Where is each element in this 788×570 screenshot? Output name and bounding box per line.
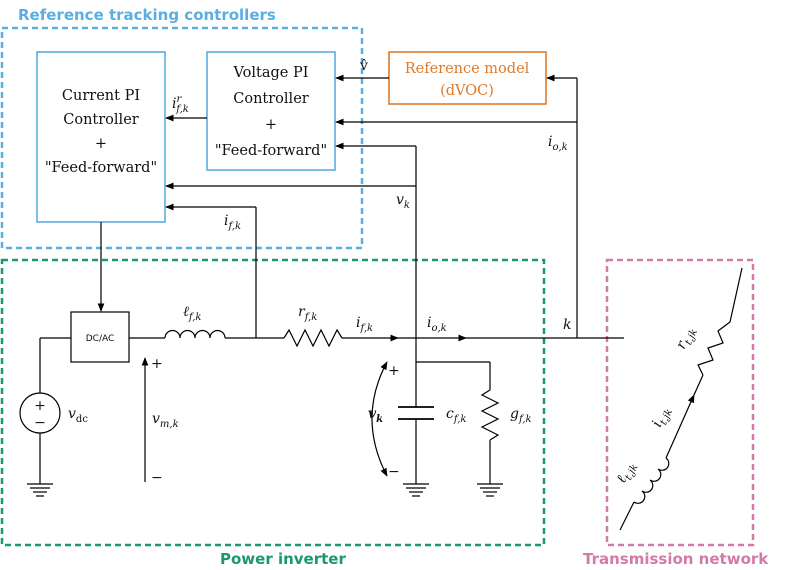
reference-tracking-title: Reference tracking controllers: [18, 6, 276, 24]
voltage-pi-line-2: Controller: [233, 91, 309, 107]
current-pi-line-4: "Feed-forward": [45, 160, 157, 176]
vm-label: vm,k: [152, 411, 179, 430]
io-line-label: io,k: [427, 315, 447, 334]
reference-model-line-1: Reference model: [405, 61, 530, 77]
current-pi-line-3: +: [95, 136, 107, 152]
tline-bottom-wire: [619, 501, 635, 531]
vk-curved-arrow: [371, 361, 388, 477]
filter-inductor-label: ℓf,k: [183, 304, 201, 323]
capacitor-label: cf,k: [446, 406, 466, 425]
filter-resistor-label: rf,k: [298, 304, 317, 323]
tline-current-label: it,jk: [649, 404, 675, 431]
tline-top-wire: [729, 267, 743, 323]
dcac-converter: [70, 311, 130, 363]
vk-cap-plus: +: [388, 363, 400, 379]
filter-conductance: [480, 389, 500, 441]
reference-model-line-2: (dVOC): [440, 83, 494, 99]
tline-current-arrow: [665, 394, 695, 459]
ground-g-icon: [477, 483, 503, 497]
dcac-label: DC/AC: [86, 334, 115, 344]
filter-inductor: [164, 329, 226, 339]
transmission-network-frame: [605, 258, 755, 547]
vm-plus: +: [151, 356, 163, 372]
reference-tracking-frame: [0, 26, 364, 250]
tline-inductor-label: ℓt,jk: [613, 459, 640, 488]
vk-feedback-label: vk: [396, 192, 410, 211]
current-pi-line-1: Current PI: [62, 88, 140, 104]
vk-cap-label: vk: [368, 406, 383, 425]
voltage-pi-line-4: "Feed-forward": [215, 143, 327, 159]
current-pi-line-2: Controller: [63, 112, 139, 128]
voltage-pi-line-3: +: [265, 117, 277, 133]
if-feedback-label: if,k: [224, 213, 241, 232]
vm-minus: −: [151, 470, 163, 486]
v-hat-label: v̂: [359, 58, 368, 74]
filter-resistor: [283, 328, 343, 348]
tline-resistor-label: rt,jk: [673, 324, 700, 353]
ground-dc-icon: [27, 483, 53, 497]
if-line-label: if,k: [356, 315, 373, 334]
vdc-label: vdc: [68, 406, 88, 425]
voltage-pi-block: [206, 51, 336, 171]
voltage-pi-line-1: Voltage PI: [233, 65, 309, 81]
io-feedback-label: io,k: [548, 134, 568, 153]
conductance-label: gf,k: [510, 406, 532, 425]
tline-inductor: [633, 457, 670, 504]
ground-cap-icon: [403, 483, 429, 497]
vk-cap-minus: −: [388, 464, 400, 480]
tline-mid-wire: [693, 374, 704, 396]
dc-source-plus: +: [34, 398, 46, 414]
power-inverter-title: Power inverter: [220, 550, 346, 568]
transmission-network-title: Transmission network: [583, 550, 769, 568]
tline-resistor: [697, 321, 731, 376]
current-pi-block: [36, 51, 166, 223]
dc-source-minus: −: [34, 415, 46, 431]
power-inverter-frame: [0, 258, 546, 547]
node-k-label: k: [563, 317, 571, 333]
reference-model-block: [388, 51, 547, 105]
